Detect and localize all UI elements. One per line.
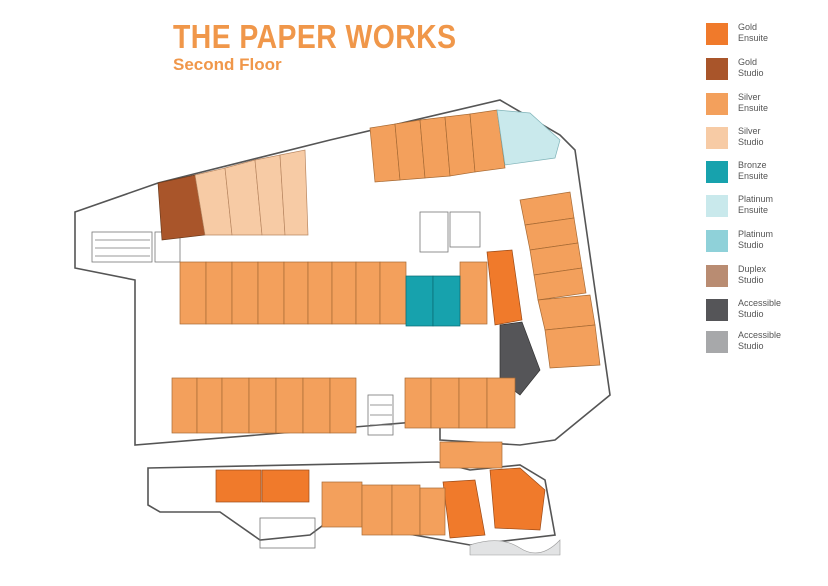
legend-label: Bronze Ensuite [738,160,822,181]
legend-label: Silver Ensuite [738,92,822,113]
legend-swatch [706,230,728,252]
legend-item-bronze-ensuite: Bronze Ensuite [706,160,821,186]
legend-label-line2: Ensuite [738,102,769,113]
legend-item-platinum-studio: Platinum Studio [706,229,821,255]
legend-label-line2: Ensuite [738,170,769,181]
gold-ensuite-bottom-units [215,467,546,539]
legend-label-line1: Platinum [738,194,774,204]
silver-studio-units [194,149,309,236]
legend-swatch [706,195,728,217]
legend-label-line1: Accessible [738,298,782,308]
legend-label-line2: Studio [738,340,764,351]
legend-swatch [706,265,728,287]
legend-label-line2: Ensuite [738,32,769,43]
legend-label: Accessible Studio [738,298,822,319]
legend-item-gold-ensuite: Gold Ensuite [706,22,821,48]
legend-label: Gold Ensuite [738,22,822,43]
silver-ensuite-middle-upper-row [179,261,488,325]
legend-label: Gold Studio [738,57,822,78]
page-title: THE PAPER WORKS [173,18,457,55]
bronze-ensuite-units [405,275,461,327]
legend-label: Platinum Studio [738,229,822,250]
legend-item-accessible-studio-dark: Accessible Studio [706,298,821,324]
accessible-units [499,321,541,396]
legend-label-line2: Studio [738,67,764,78]
legend-label: Silver Studio [738,126,822,147]
legend-item-duplex-studio: Duplex Studio [706,264,821,290]
legend-label-line1: Platinum [738,229,774,239]
platinum-ensuite-units [496,109,561,166]
legend-label-line2: Studio [738,136,764,147]
legend-swatch [706,331,728,353]
legend-label-line1: Gold [738,57,758,67]
legend-label-line2: Ensuite [738,204,769,215]
legend-item-gold-studio: Gold Studio [706,57,821,83]
silver-ensuite-right-units [519,191,601,369]
site-edge [469,539,561,556]
legend-swatch [706,127,728,149]
legend-swatch [706,23,728,45]
legend-swatch [706,58,728,80]
legend-item-accessible-studio-light: Accessible Studio [706,330,821,356]
legend-item-silver-ensuite: Silver Ensuite [706,92,821,118]
legend-swatch [706,299,728,321]
legend-label-line1: Bronze [738,160,767,170]
silver-ensuite-middle-lower-row [171,377,516,469]
legend-label-line1: Duplex [738,264,767,274]
legend-label-line2: Studio [738,239,764,250]
legend-label-line1: Gold [738,22,758,32]
legend-label: Platinum Ensuite [738,194,822,215]
legend-label-line2: Studio [738,274,764,285]
legend-swatch [706,93,728,115]
legend-label-line1: Accessible [738,330,782,340]
floor-subtitle: Second Floor [173,55,282,74]
legend-label-line1: Silver [738,92,761,102]
legend-swatch [706,161,728,183]
legend-label: Accessible Studio [738,330,822,351]
core-areas [91,211,481,549]
legend-label: Duplex Studio [738,264,822,285]
legend-label-line1: Silver [738,126,761,136]
legend-item-silver-studio: Silver Studio [706,126,821,152]
legend-item-platinum-ensuite: Platinum Ensuite [706,194,821,220]
legend-label-line2: Studio [738,308,764,319]
gold-ensuite-right-units [486,249,523,326]
silver-ensuite-bottom-units [321,481,446,536]
silver-ensuite-top-units [369,109,506,183]
